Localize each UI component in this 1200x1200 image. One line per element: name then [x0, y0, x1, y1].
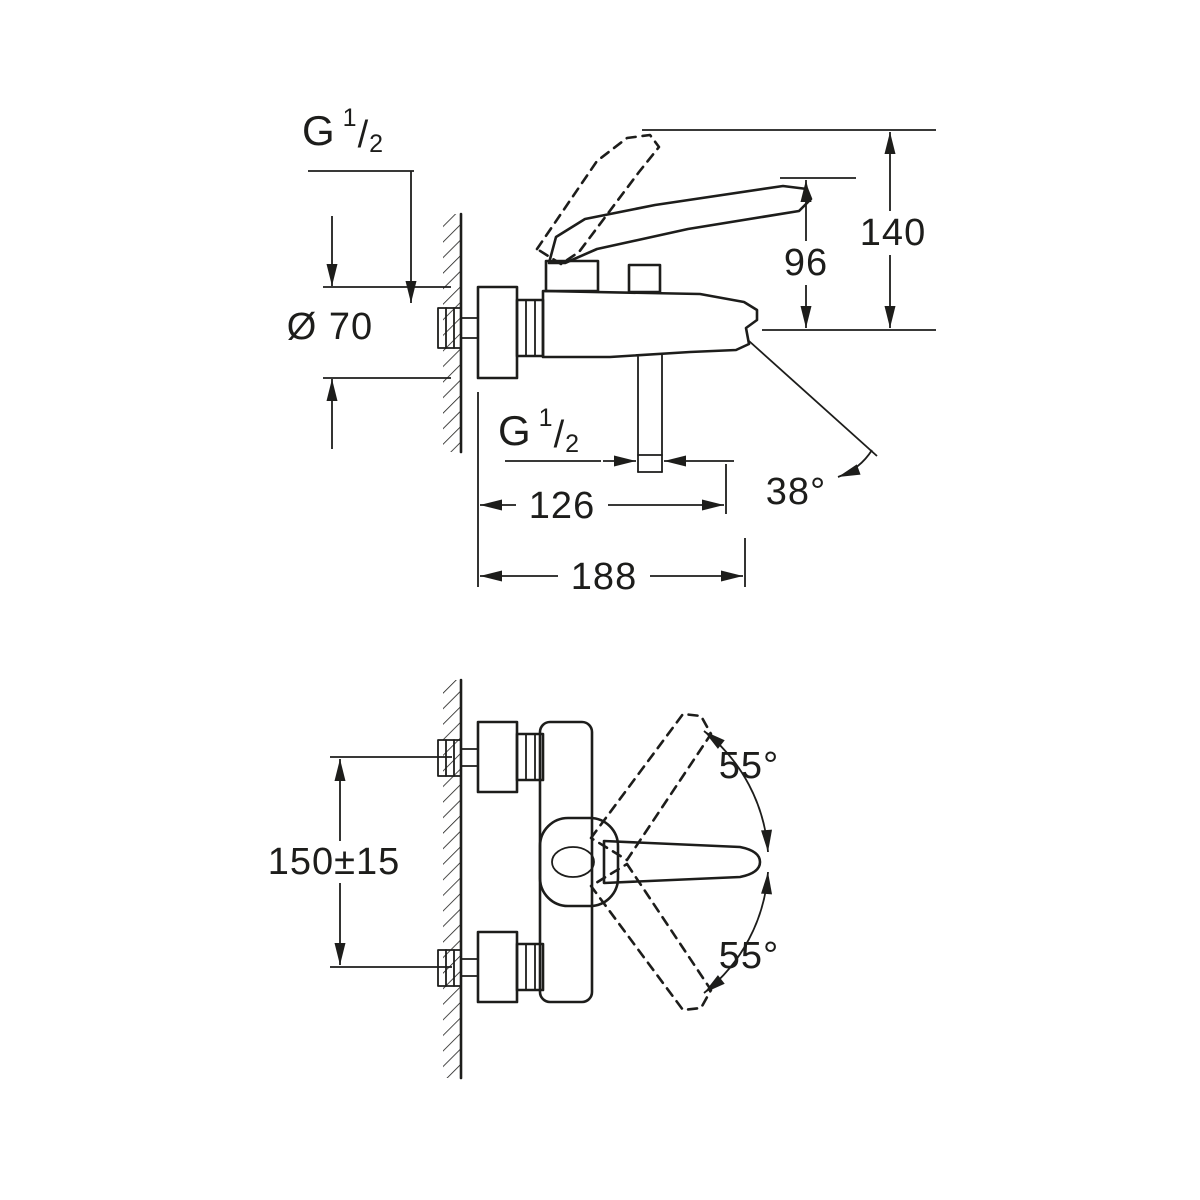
- lever-swivel-down-dashed: [589, 862, 713, 1012]
- lever-handle-front: [602, 839, 762, 885]
- depth-to-outlet-label: 126: [516, 485, 608, 527]
- height-closed-label: 96: [773, 241, 839, 285]
- bottom-connection: [437, 930, 545, 1004]
- body-column: [538, 720, 594, 1004]
- thread-numerator: 1: [538, 404, 554, 432]
- thread-base: G: [498, 407, 532, 454]
- connection-hex-nut: [515, 298, 545, 358]
- thread-numerator: 1: [342, 104, 358, 132]
- depth-total-label: 188: [558, 556, 650, 598]
- escutcheon-diameter-label: Ø 70: [286, 306, 374, 348]
- lever-angle-up-label: 55°: [718, 745, 780, 787]
- spout-angle-label: 38°: [765, 471, 827, 513]
- thread-slash: /: [553, 414, 566, 456]
- lever-handle-raised-dashed: [535, 133, 661, 266]
- wall-union-nut: [437, 307, 462, 349]
- connection-distance-label: 150±15: [260, 841, 408, 883]
- height-open-label: 140: [852, 211, 934, 255]
- mixer-cap-detail: [551, 846, 595, 878]
- diverter-knob: [627, 263, 662, 294]
- mixer-body: [538, 816, 620, 908]
- thread-slash: /: [357, 114, 370, 156]
- lever-handle: [547, 184, 813, 265]
- lever-swivel-up-dashed: [589, 712, 713, 862]
- thread-base: G: [302, 107, 336, 154]
- side-view: [437, 133, 813, 473]
- supply-pipe: [460, 317, 479, 339]
- thread-denominator: 2: [369, 130, 385, 158]
- top-connection: [437, 720, 545, 794]
- cartridge-housing: [544, 259, 600, 293]
- escutcheon: [476, 285, 519, 380]
- shower-outlet-pipe: [637, 354, 663, 473]
- side-view-dimensions: [308, 129, 936, 587]
- thread-denominator: 2: [565, 430, 581, 458]
- faucet-body-spout: [541, 289, 759, 359]
- front-view: [437, 678, 762, 1080]
- lever-angle-down-label: 55°: [718, 935, 780, 977]
